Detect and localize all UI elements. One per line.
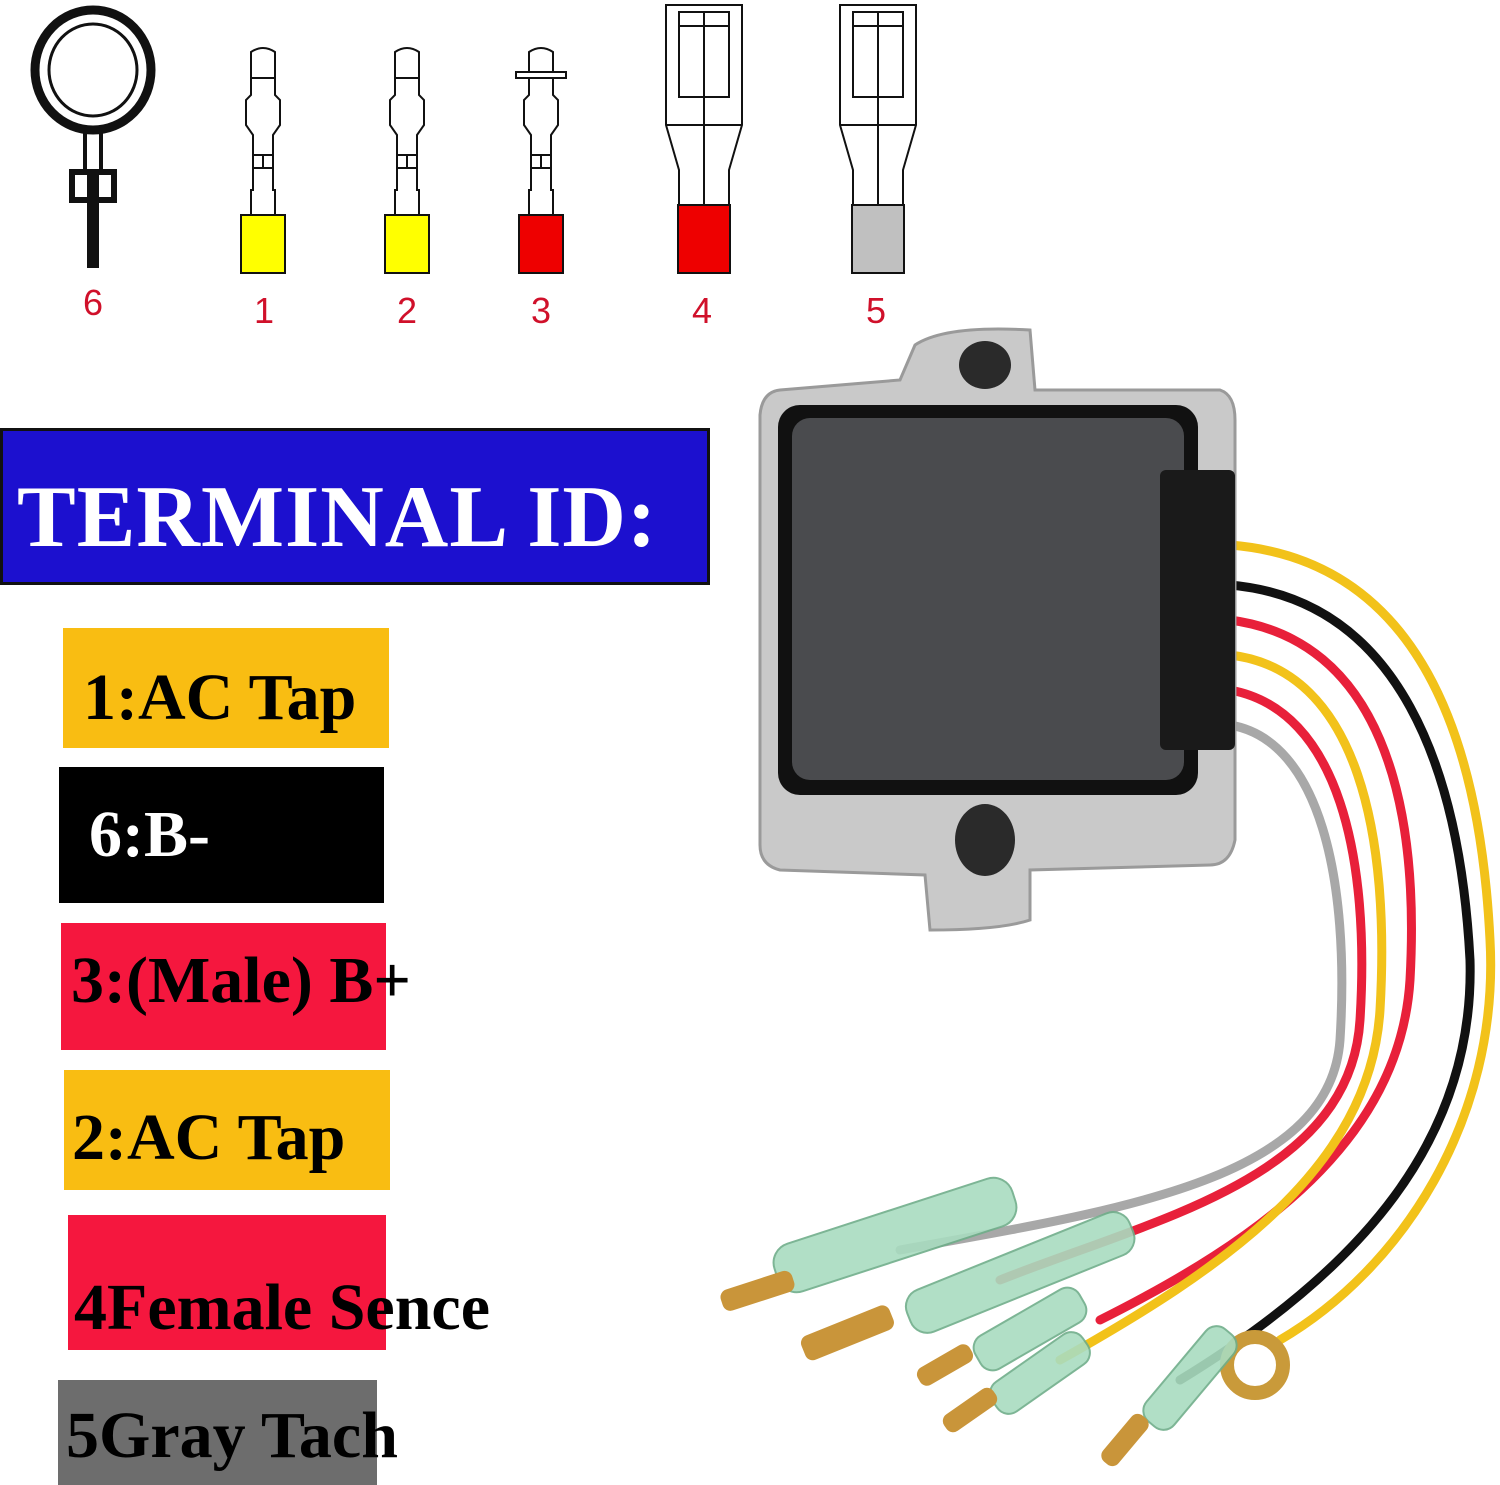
regulator-housing xyxy=(758,327,1237,932)
wire-sleeves xyxy=(772,1176,1238,1431)
label-6-b-minus: 6:B- xyxy=(59,767,384,903)
insulation-sleeve xyxy=(677,204,731,274)
label-2-ac-tap: 2:AC Tap xyxy=(64,1070,390,1190)
insulation-sleeve xyxy=(518,214,564,274)
wire xyxy=(1225,540,1496,1345)
insulation-sleeve xyxy=(240,214,286,274)
male-bullet-icon xyxy=(240,47,286,274)
wire xyxy=(1055,650,1387,1365)
label-1-ac-tap: 1:AC Tap xyxy=(63,628,389,748)
female-spade-icon xyxy=(839,4,917,274)
connector-number: 5 xyxy=(866,290,887,331)
wire xyxy=(1175,580,1475,1385)
wire xyxy=(995,685,1367,1285)
banner-title: TERMINAL ID: xyxy=(17,469,658,566)
connector-number: 4 xyxy=(692,290,713,331)
connector-number: 2 xyxy=(397,290,418,331)
connector-number: 3 xyxy=(531,290,552,331)
bullet-pins xyxy=(720,1270,1149,1467)
label-3-male-b-plus: 3:(Male) B+ xyxy=(61,923,411,1050)
female-spade-icon xyxy=(665,4,743,274)
connector-number: 1 xyxy=(254,290,275,331)
male-bullet-icon xyxy=(515,47,567,274)
label-4-female-sence: 4Female Sence xyxy=(68,1215,490,1350)
wire xyxy=(895,720,1347,1255)
insulation-sleeve xyxy=(384,214,430,274)
label-5-gray-tach: 5Gray Tach xyxy=(58,1380,398,1485)
connector-number: 6 xyxy=(83,282,104,323)
insulation-sleeve xyxy=(851,204,905,274)
male-bullet-icon xyxy=(384,47,430,274)
terminal-id-banner: TERMINAL ID: xyxy=(0,428,710,585)
ring-terminal-photo xyxy=(1220,1330,1290,1400)
ring-terminal-icon xyxy=(30,5,156,268)
regulator-illustration xyxy=(720,327,1496,1467)
connector-diagram xyxy=(30,4,917,274)
